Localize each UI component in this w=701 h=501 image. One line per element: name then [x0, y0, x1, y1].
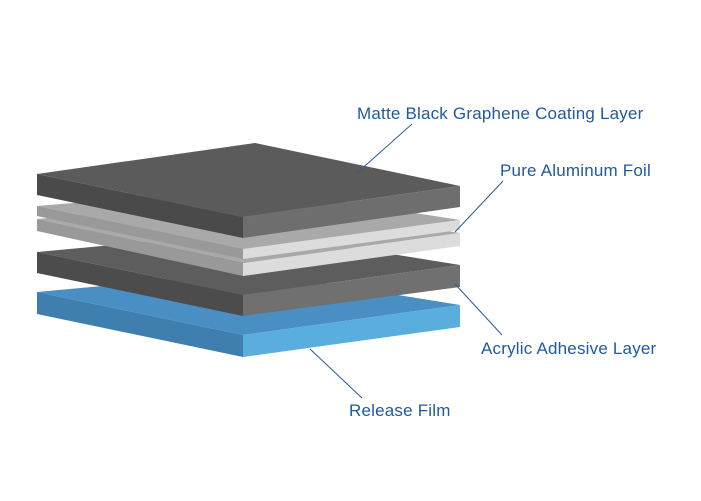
graphene-coating-layer [37, 143, 460, 238]
leader-line-coating [356, 123, 413, 174]
graphene-coating-left-face [37, 174, 243, 238]
aluminum-foil-upper-left-face [37, 206, 243, 259]
graphene-coating-right-face [243, 186, 460, 238]
aluminum-foil-upper-right-face [243, 220, 460, 259]
leader-line-release [309, 348, 363, 399]
release-film-left-face [37, 292, 243, 357]
release-film-right-face [243, 305, 460, 357]
aluminum-foil-label: Pure Aluminum Foil [500, 161, 651, 180]
acrylic-adhesive-right-face [243, 265, 460, 316]
leader-line-foil [454, 180, 504, 233]
aluminum-foil-lower-right-face [243, 233, 460, 276]
aluminum-foil-lower-left-face [37, 219, 243, 276]
leader-line-acrylic [454, 283, 503, 336]
graphene-coating-top-face [37, 143, 460, 217]
release-film-label: Release Film [349, 401, 451, 420]
graphene-coating-label: Matte Black Graphene Coating Layer [357, 104, 644, 123]
acrylic-adhesive-label: Acrylic Adhesive Layer [481, 339, 657, 358]
acrylic-adhesive-left-face [37, 252, 243, 316]
